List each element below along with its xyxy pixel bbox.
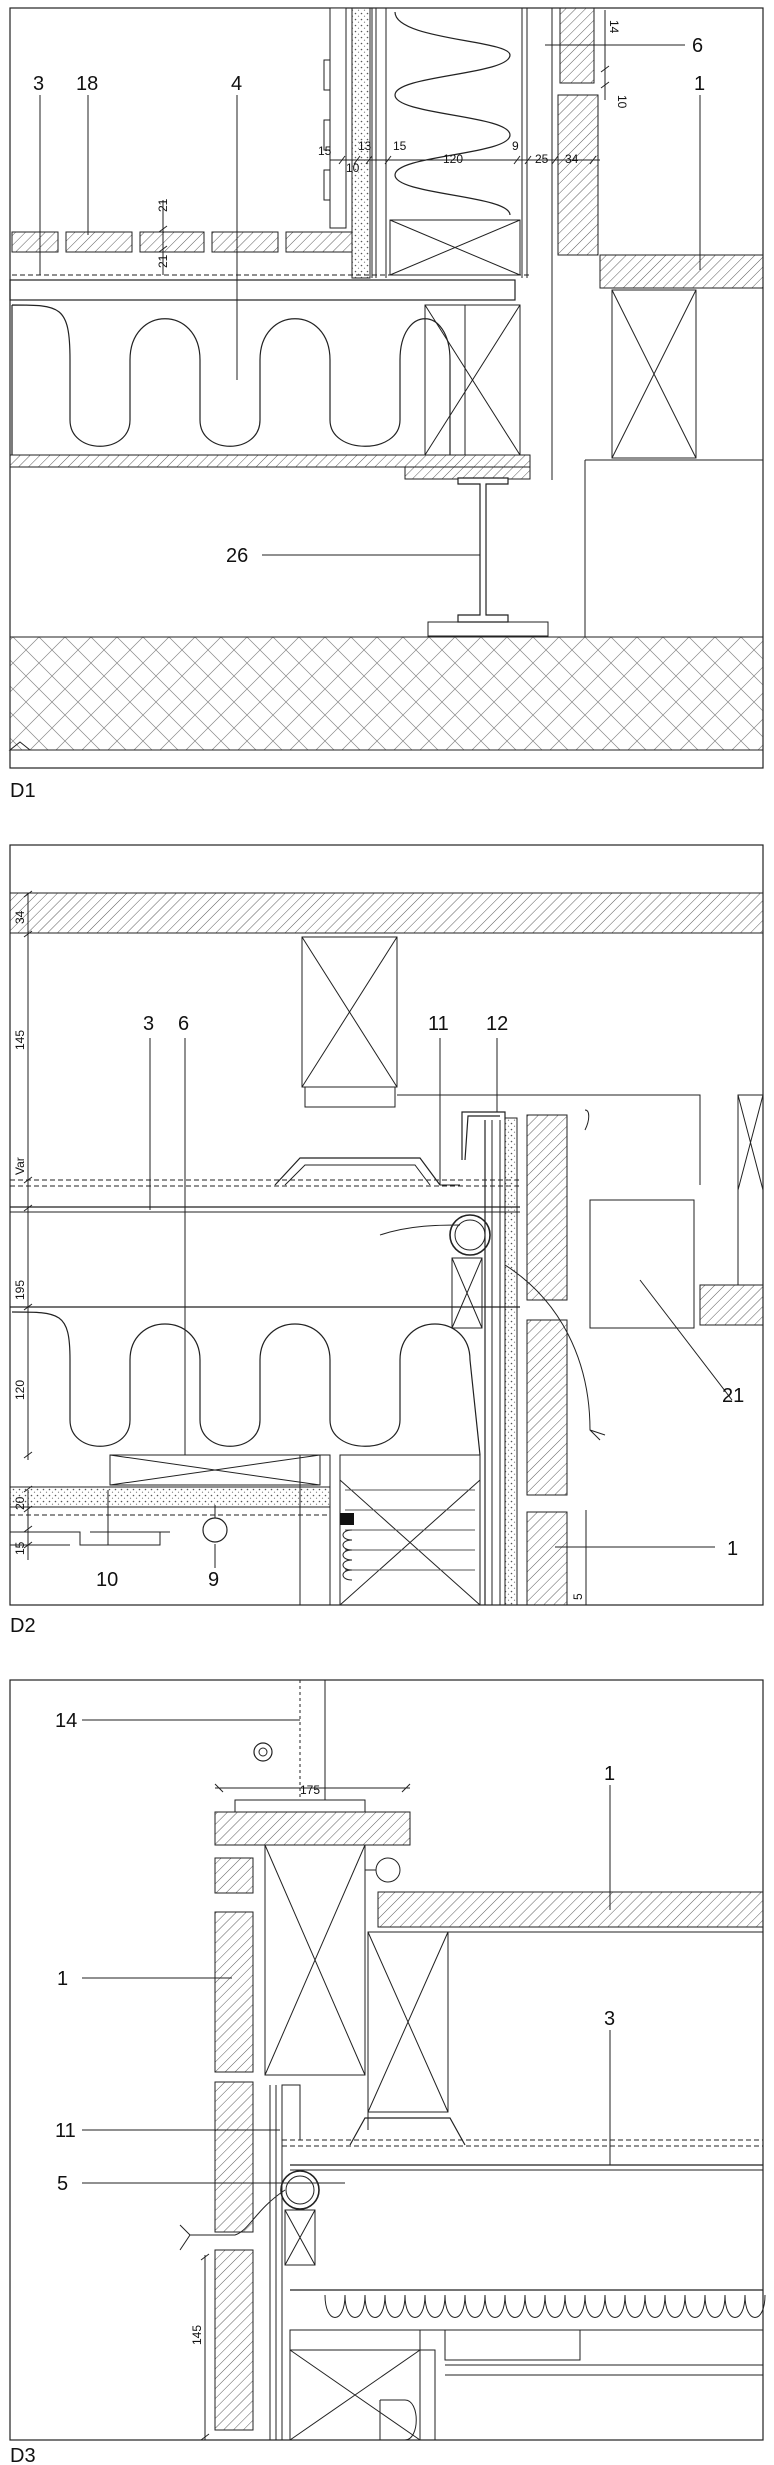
d1-label-18: 18 xyxy=(76,73,98,95)
d1-concrete-base xyxy=(9,636,764,751)
d1-dim-9: 25 xyxy=(535,152,549,166)
d2-label-1: 1 xyxy=(727,1538,738,1560)
d1-label-6: 6 xyxy=(692,35,703,57)
d1-dim-12: 21 xyxy=(156,254,170,268)
d2-cladding-base xyxy=(526,1511,568,1606)
d1-dim-1: 14 xyxy=(607,20,621,34)
d2-dim-7: 15 xyxy=(13,1541,27,1555)
d1-label-3: 3 xyxy=(33,73,44,95)
d2-cladding-lower xyxy=(526,1319,568,1496)
d3-dim-1: 175 xyxy=(300,1783,320,1797)
d3-hanger-ring xyxy=(253,1742,273,1762)
d2-label-3: 3 xyxy=(143,1013,154,1035)
d1-post xyxy=(611,289,697,459)
d3-dim-145-line xyxy=(200,2253,210,2441)
d3-label-14: 14 xyxy=(55,1710,77,1732)
d1-wall-insulation xyxy=(394,11,511,216)
d2-label-12: 12 xyxy=(486,1013,508,1035)
d2-label-11: 11 xyxy=(428,1013,449,1035)
d1-leaders xyxy=(39,44,701,556)
d2-cladding-upper xyxy=(526,1114,568,1301)
d1-dim-7: 120 xyxy=(443,152,463,166)
d1-beam-1 xyxy=(599,254,764,289)
d2-label-6: 6 xyxy=(178,1013,189,1035)
d3-label-1-left: 1 xyxy=(57,1968,68,1990)
d1-dim-10: 34 xyxy=(565,152,579,166)
d2-caption: D2 xyxy=(10,1615,36,1637)
detail-d3: 175 xyxy=(9,1679,766,2465)
d1-dim-4: 13 xyxy=(358,139,372,153)
d2-dim-3: Var xyxy=(13,1157,27,1175)
d3-frame xyxy=(9,1679,764,2441)
d2-box-21 xyxy=(589,1199,695,1329)
d3-label-3: 3 xyxy=(604,2008,615,2030)
d1-floor-slab xyxy=(9,279,516,301)
d2-leaders xyxy=(107,1038,715,1568)
d1-floor-boards xyxy=(11,231,353,253)
d1-floor-insulation xyxy=(11,304,451,455)
d2-label-9: 9 xyxy=(208,1569,219,1591)
d1-dimension-chain xyxy=(158,10,610,275)
d3-top-plate xyxy=(214,1811,411,1846)
d3-label-11: 11 xyxy=(55,2120,76,2142)
d2-bellows xyxy=(342,1529,353,1581)
d1-dim-11: 21 xyxy=(156,198,170,212)
d1-dim-6: 15 xyxy=(393,139,407,153)
d2-dim-2: 145 xyxy=(13,1030,27,1050)
d3-label-1-top: 1 xyxy=(604,1763,615,1785)
d3-dim-2: 145 xyxy=(190,2325,204,2345)
d1-dim-3: 15 xyxy=(318,144,332,158)
detail-d2: 34 145 Var 195 120 20 15 5 3 6 11 12 21 … xyxy=(9,844,764,1637)
d2-dimension-chain xyxy=(23,890,33,1560)
detail-d1: 14 10 15 13 10 15 120 9 25 34 21 21 3 18… xyxy=(8,7,764,802)
d1-dim-5: 10 xyxy=(346,161,360,175)
d2-dim-8: 5 xyxy=(571,1593,585,1600)
d3-label-5: 5 xyxy=(57,2173,68,2195)
d3-dim-175-line xyxy=(214,1783,411,1793)
d1-caption: D1 xyxy=(10,780,36,802)
d1-label-26: 26 xyxy=(226,545,248,567)
d3-caption: D3 xyxy=(10,2445,36,2465)
d1-label-4: 4 xyxy=(231,73,242,95)
d2-dim-5: 120 xyxy=(13,1380,27,1400)
d1-steel-ibeam xyxy=(427,477,549,637)
d2-insulation xyxy=(11,1311,481,1456)
d3-post xyxy=(264,1844,366,2076)
d3-beam-1 xyxy=(377,1891,764,1928)
d2-screed xyxy=(9,1486,331,1508)
d2-dim-1: 34 xyxy=(13,910,27,924)
d2-label-10: 10 xyxy=(96,1569,118,1591)
d3-tube-seal xyxy=(280,2170,320,2210)
d2-dim-4: 195 xyxy=(13,1280,27,1300)
d1-dim-8: 9 xyxy=(512,139,519,153)
d2-label-21: 21 xyxy=(722,1385,744,1407)
d2-pipe-9 xyxy=(202,1517,228,1543)
d1-wall-sheathing xyxy=(351,7,371,279)
d2-channel-profile xyxy=(461,1111,506,1161)
d2-top-slab xyxy=(9,892,764,934)
d1-wall-board xyxy=(329,7,347,229)
d3-cladding-1 xyxy=(214,1911,254,2073)
d1-dim-2: 10 xyxy=(615,95,629,109)
d3-insulation xyxy=(324,2294,766,2318)
d1-label-1: 1 xyxy=(694,73,705,95)
d2-dim-6: 20 xyxy=(13,1496,27,1510)
d3-leaders xyxy=(82,1719,611,2184)
d2-tube-seal xyxy=(449,1214,491,1256)
